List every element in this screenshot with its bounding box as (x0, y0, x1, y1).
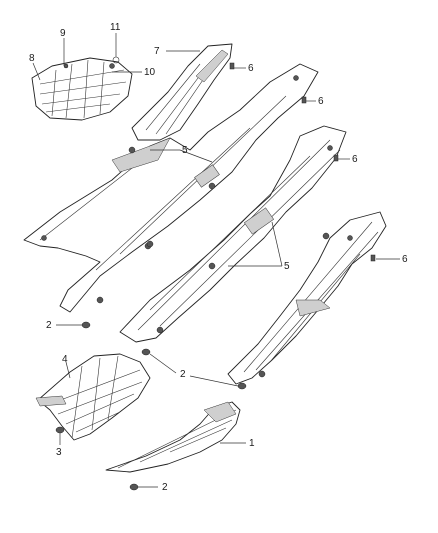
callout-6a: 6 (248, 63, 254, 74)
callout-6b: 6 (318, 96, 324, 107)
heat-shield-part-1 (105, 401, 241, 473)
callout-2b: 2 (180, 369, 186, 380)
callout-4: 4 (62, 354, 68, 365)
fastener-nut-2d (129, 483, 139, 491)
leader-lines (32, 33, 400, 488)
callout-6d: 6 (402, 254, 408, 265)
callout-6c: 6 (352, 154, 358, 165)
heat-shield-part-5-upper (23, 63, 319, 313)
heat-shield-part-4 (35, 353, 151, 441)
heat-shield-part-8 (31, 57, 133, 121)
fastener-nut-2b (141, 348, 151, 356)
heat-shield-part-5-lower (119, 125, 347, 343)
fastener-nut-2c (237, 382, 247, 390)
callout-7: 7 (154, 46, 160, 57)
callout-3: 3 (56, 447, 62, 458)
callout-2c: 2 (162, 482, 168, 493)
callout-8: 8 (29, 53, 35, 64)
callout-11: 11 (110, 22, 121, 33)
fastener-bolt-6a (229, 62, 235, 70)
fastener-nut-3 (55, 426, 65, 434)
fastener-bolt-6b (301, 96, 307, 104)
callout-1: 1 (249, 438, 255, 449)
heat-shield-part-5-right (227, 211, 387, 385)
callout-5a: 5 (182, 145, 188, 156)
fastener-bolt-6c (333, 154, 339, 162)
callout-2a: 2 (46, 320, 52, 331)
callout-5b: 5 (284, 261, 290, 272)
fastener-bolt-6d (370, 254, 376, 262)
callout-10: 10 (144, 67, 156, 78)
fastener-nut-2a (81, 321, 91, 329)
heat-shield-part-7 (131, 43, 233, 141)
callout-9: 9 (60, 28, 66, 39)
